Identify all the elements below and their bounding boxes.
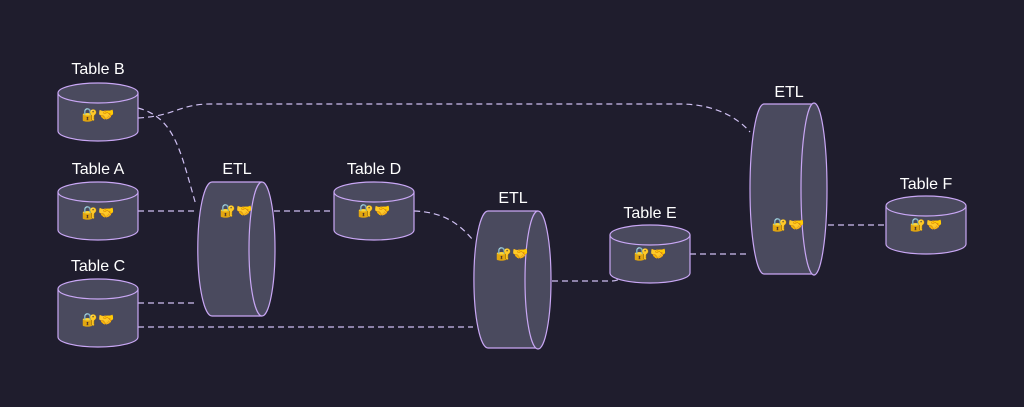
etl-1-label: ETL	[222, 161, 251, 178]
table-d-label: Table D	[347, 161, 401, 178]
table-b-label: Table B	[71, 61, 124, 78]
table-a-node[interactable]: Table A 🔐🤝	[57, 161, 139, 241]
lock-handshake-icon: 🔐🤝	[634, 247, 666, 262]
table-e-label: Table E	[623, 205, 676, 222]
lock-handshake-icon: 🔐🤝	[772, 218, 804, 233]
lock-handshake-icon: 🔐🤝	[496, 247, 528, 262]
table-d-node[interactable]: Table D 🔐🤝	[333, 161, 415, 241]
etl-1-node[interactable]: ETL 🔐🤝	[197, 161, 276, 317]
etl-3-label: ETL	[774, 84, 803, 101]
lock-handshake-icon: 🔐🤝	[220, 204, 252, 219]
table-a-label: Table A	[72, 161, 125, 178]
table-c-label: Table C	[71, 258, 125, 275]
lock-handshake-icon: 🔐🤝	[82, 108, 114, 123]
etl-2-label: ETL	[498, 190, 527, 207]
table-f-node[interactable]: Table F 🔐🤝	[885, 176, 967, 255]
table-c-node[interactable]: Table C 🔐🤝	[57, 258, 139, 348]
etl-3-node[interactable]: ETL 🔐🤝	[749, 84, 828, 276]
edge-table-d-to-etl-2	[413, 210, 474, 241]
table-f-label: Table F	[900, 176, 953, 193]
edge-table-b-to-etl-1	[137, 107, 197, 206]
table-b-node[interactable]: Table B 🔐🤝	[57, 61, 139, 142]
lock-handshake-icon: 🔐🤝	[82, 313, 114, 328]
etl-2-node[interactable]: ETL 🔐🤝	[473, 190, 552, 350]
edge-table-b-to-etl-3	[137, 103, 751, 133]
table-e-node[interactable]: Table E 🔐🤝	[609, 205, 691, 284]
lock-handshake-icon: 🔐🤝	[82, 206, 114, 221]
lock-handshake-icon: 🔐🤝	[910, 218, 942, 233]
lock-handshake-icon: 🔐🤝	[358, 204, 390, 219]
